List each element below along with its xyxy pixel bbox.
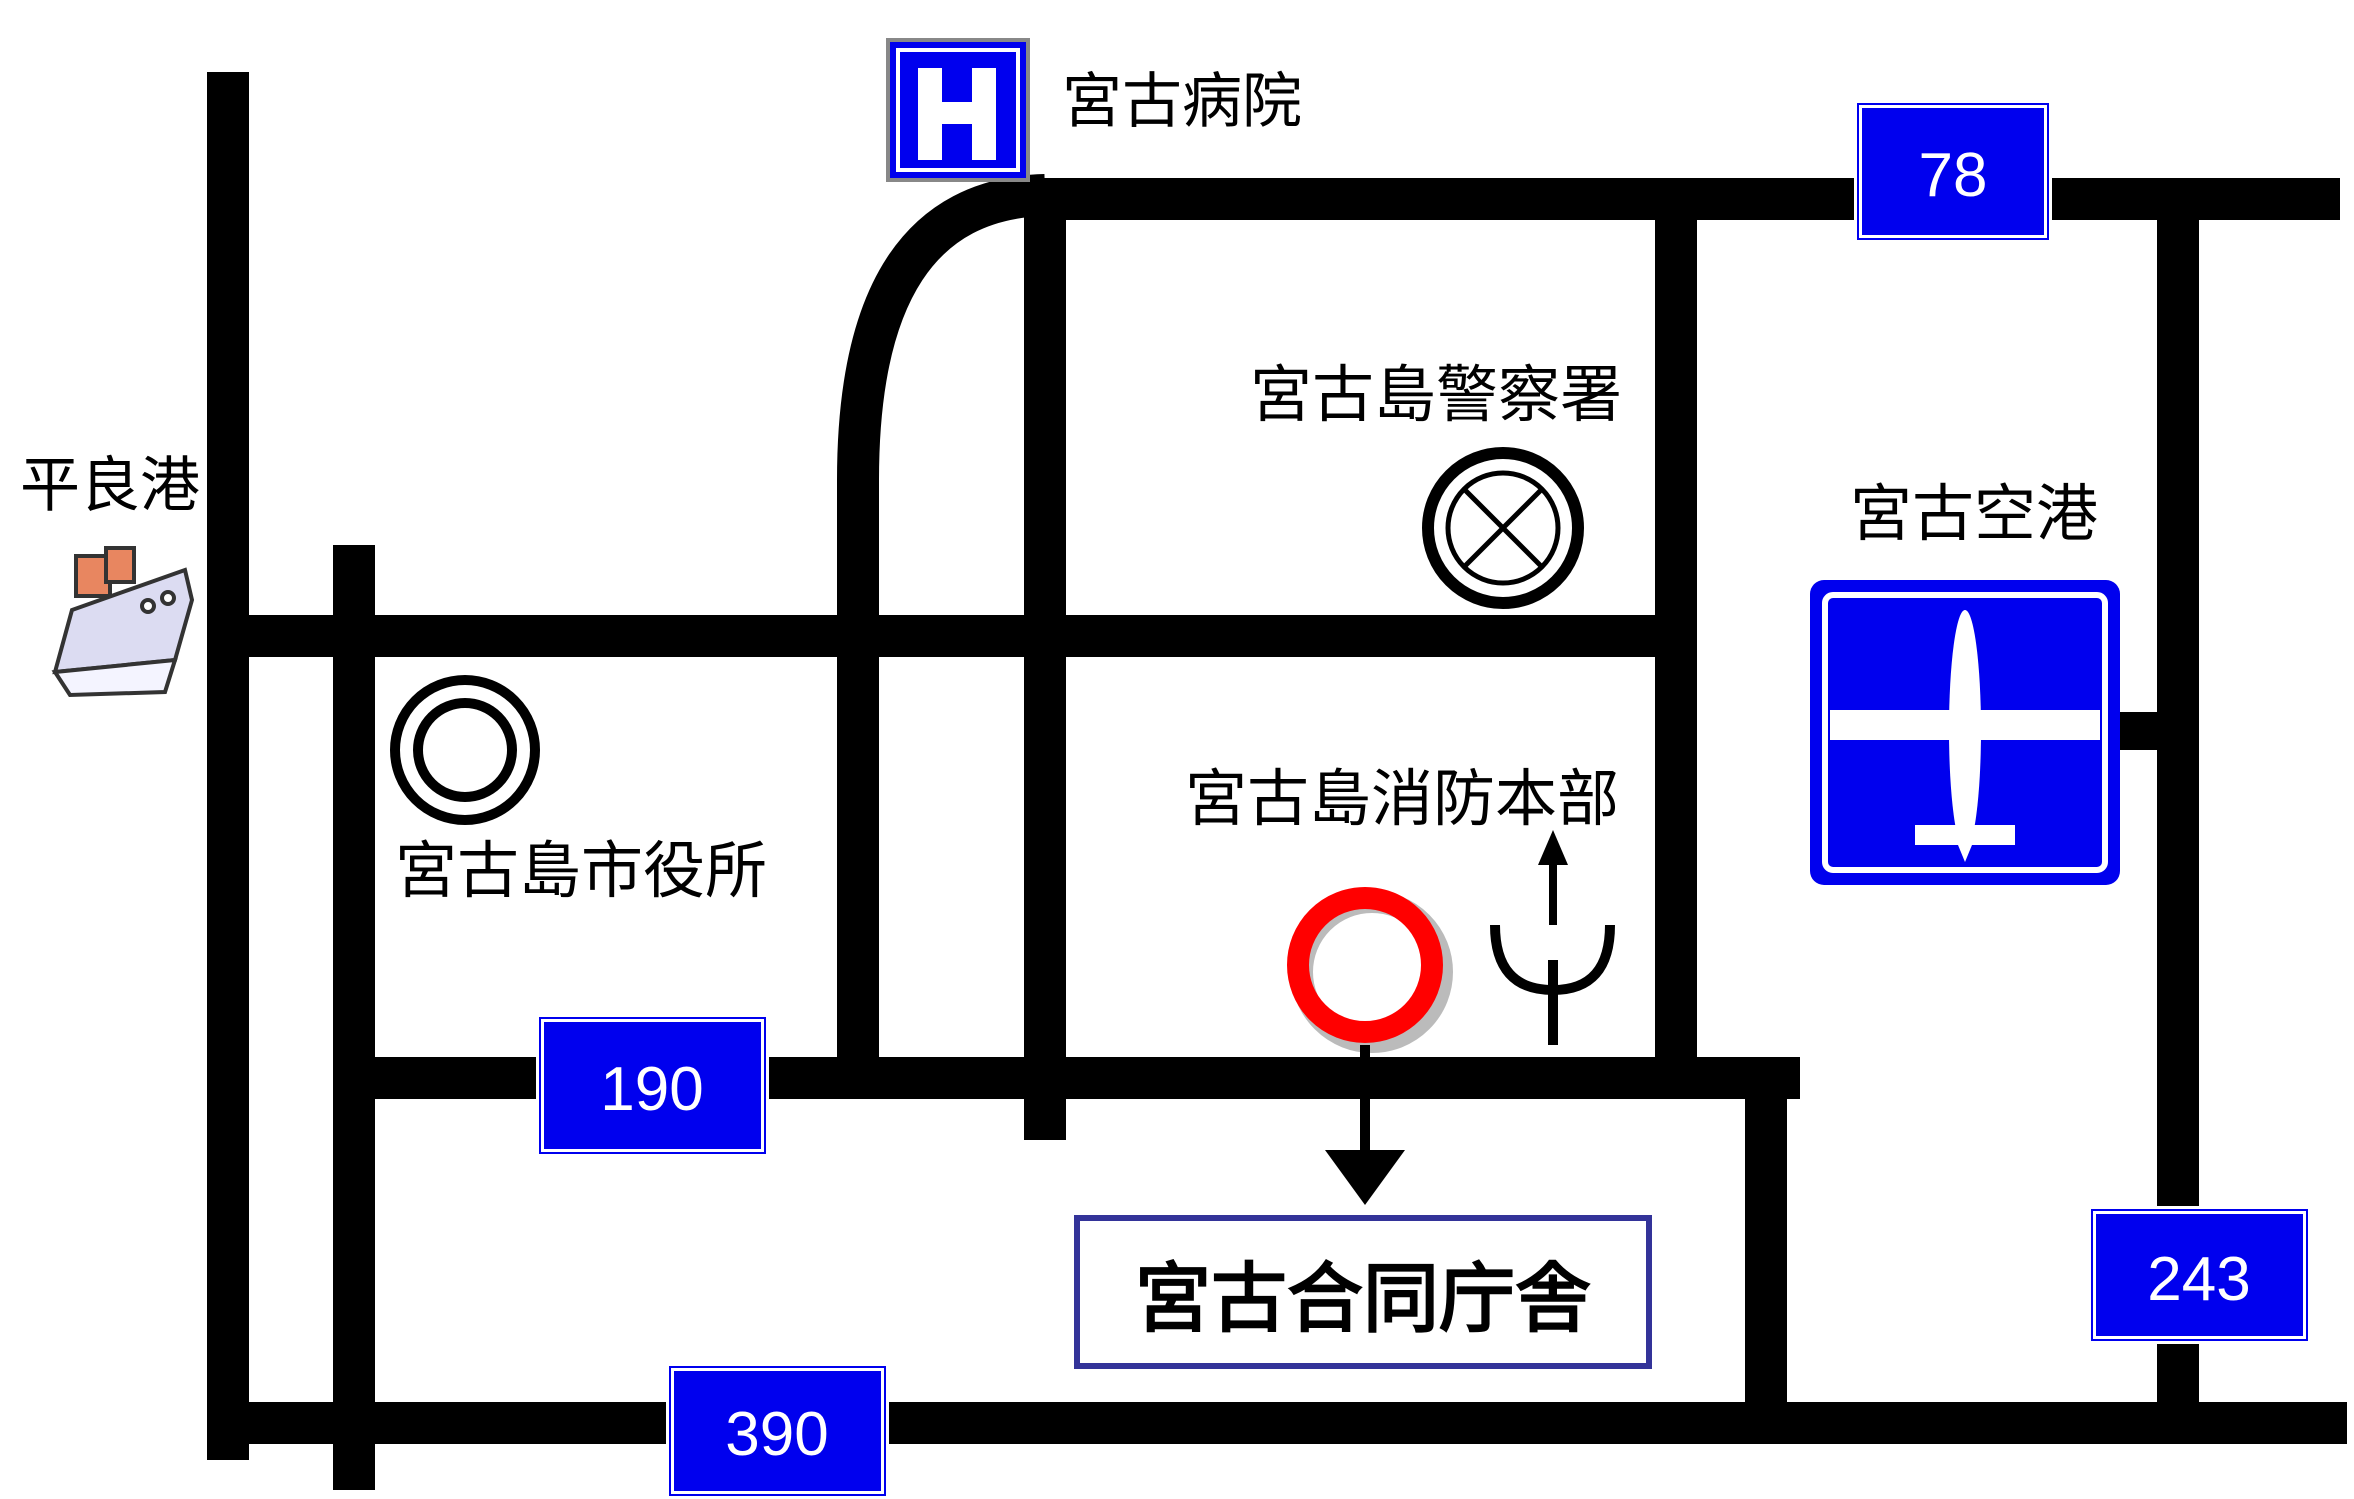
city-hall-map-symbol-icon [390, 675, 540, 825]
route-243-number: 243 [2147, 1245, 2250, 1314]
road-airport-spur [2110, 712, 2195, 750]
airport-label: 宮古空港 [1850, 477, 2098, 550]
route-78-number: 78 [1919, 141, 1988, 210]
fire-hq-label: 宮古島消防本部 [1185, 762, 1619, 835]
route-390-number: 390 [725, 1400, 828, 1469]
hospital-label: 宮古病院 [1062, 67, 1302, 137]
road-destination-east-vertical [1745, 1060, 1787, 1430]
airport-sign [1810, 580, 2120, 885]
road-hospital-curve [837, 174, 1046, 1080]
red-circle-marker-icon [1287, 887, 1453, 1205]
hospital-sign [886, 38, 1030, 182]
road-second-vertical [333, 545, 375, 1490]
route-243-sign: 243 [2088, 1206, 2311, 1344]
road-hospital-vertical [1024, 180, 1066, 1140]
police-station-map-symbol-icon [1422, 447, 1584, 609]
route-390-sign: 390 [666, 1363, 889, 1499]
port-label: 平良港 [20, 451, 200, 521]
road-route-78 [1040, 178, 2340, 220]
city-hall-label: 宮古島市役所 [395, 834, 767, 907]
destination-label: 宮古合同庁舎 [1135, 1254, 1591, 1343]
road-route-390 [207, 1402, 2347, 1444]
route-190-number: 190 [600, 1055, 703, 1124]
hospital-h-sign-icon [918, 68, 996, 160]
road-middle-horizontal [228, 615, 1693, 657]
destination-box: 宮古合同庁舎 [1074, 1215, 1652, 1369]
ship-icon [51, 546, 195, 698]
fire-station-map-symbol-icon [1490, 830, 1615, 1045]
route-190-sign: 190 [536, 1014, 769, 1157]
police-label: 宮古島警察署 [1250, 358, 1622, 431]
airplane-sign-icon [1830, 610, 2100, 862]
route-78-sign: 78 [1854, 100, 2052, 243]
road-west-vertical [207, 72, 249, 1460]
